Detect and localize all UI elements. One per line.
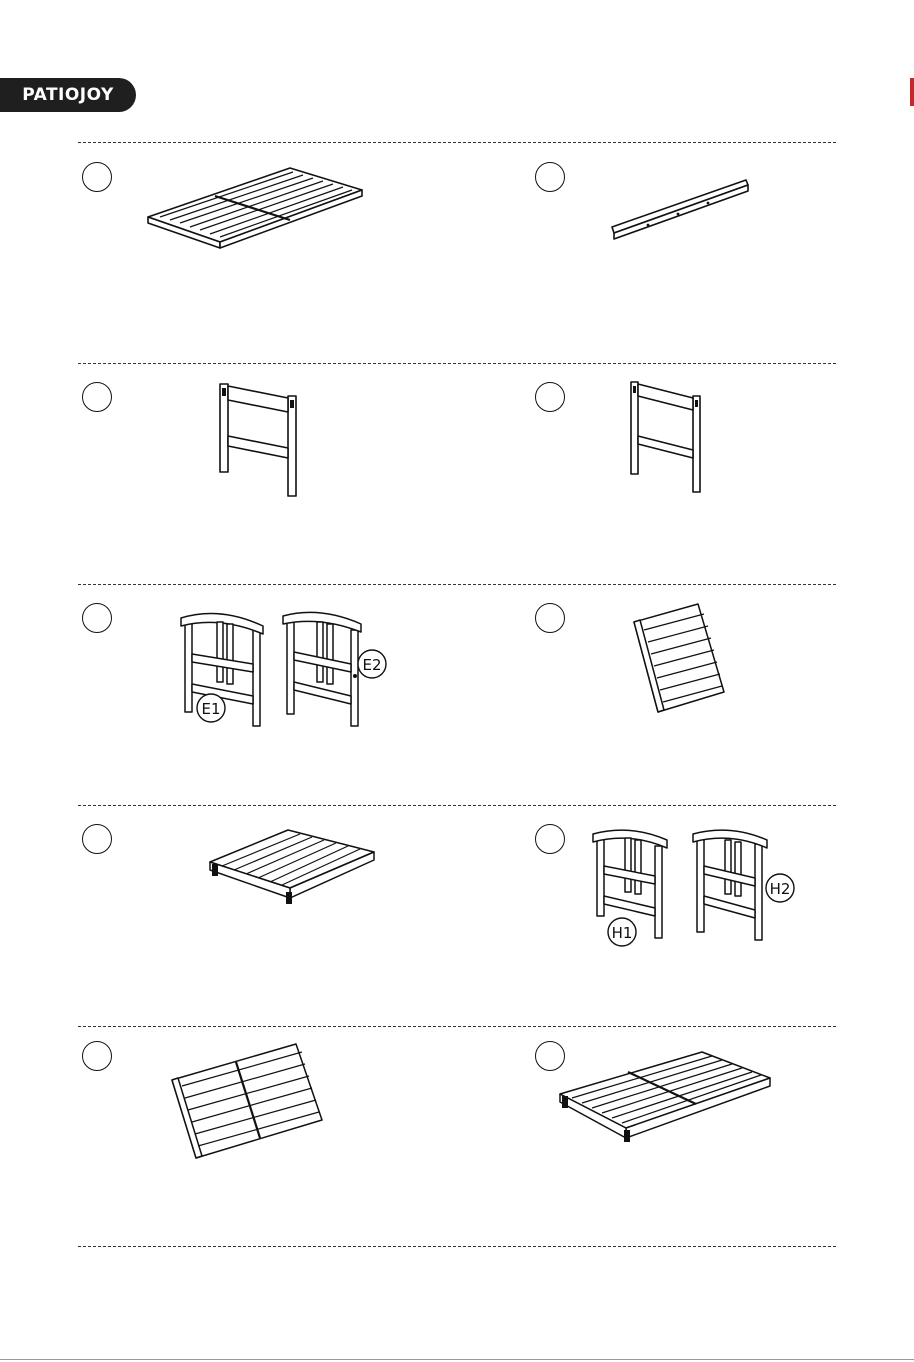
part-number-circle [82, 1041, 112, 1071]
brand-name: PATIOJOY [22, 85, 114, 105]
row-divider [78, 805, 836, 806]
long-rail-illustration [608, 175, 753, 245]
chair-seat-frame-illustration [204, 826, 384, 908]
page-edge-marker [910, 78, 914, 106]
tag-e2: E2 [362, 656, 381, 674]
leg-frame-illustration [210, 378, 310, 500]
brand-logo: PATIOJOY [0, 78, 136, 112]
bench-back-slats-illustration [168, 1040, 328, 1162]
part-number-circle [82, 162, 112, 192]
part-number-circle [82, 824, 112, 854]
chair-side-frames-e-illustration: E1 E2 [175, 608, 415, 740]
part-number-circle [82, 382, 112, 412]
part-number-circle [82, 603, 112, 633]
row-divider [78, 1026, 836, 1027]
row-divider [78, 584, 836, 585]
tag-e1: E1 [201, 700, 220, 718]
row-divider [78, 1246, 836, 1247]
part-number-circle [535, 382, 565, 412]
row-divider [78, 363, 836, 364]
part-number-circle [535, 162, 565, 192]
page-bottom-line [0, 1359, 914, 1360]
bench-seat-frame-illustration [554, 1048, 776, 1144]
leg-frame-illustration [625, 378, 715, 496]
row-divider [78, 142, 836, 143]
chair-side-frames-h-illustration: H1 H2 [585, 826, 800, 950]
chair-back-slats-illustration [628, 600, 728, 716]
part-number-circle [535, 603, 565, 633]
tag-h1: H1 [612, 924, 633, 942]
tag-h2: H2 [770, 880, 791, 898]
part-number-circle [535, 824, 565, 854]
table-top-panel-illustration [140, 162, 370, 254]
